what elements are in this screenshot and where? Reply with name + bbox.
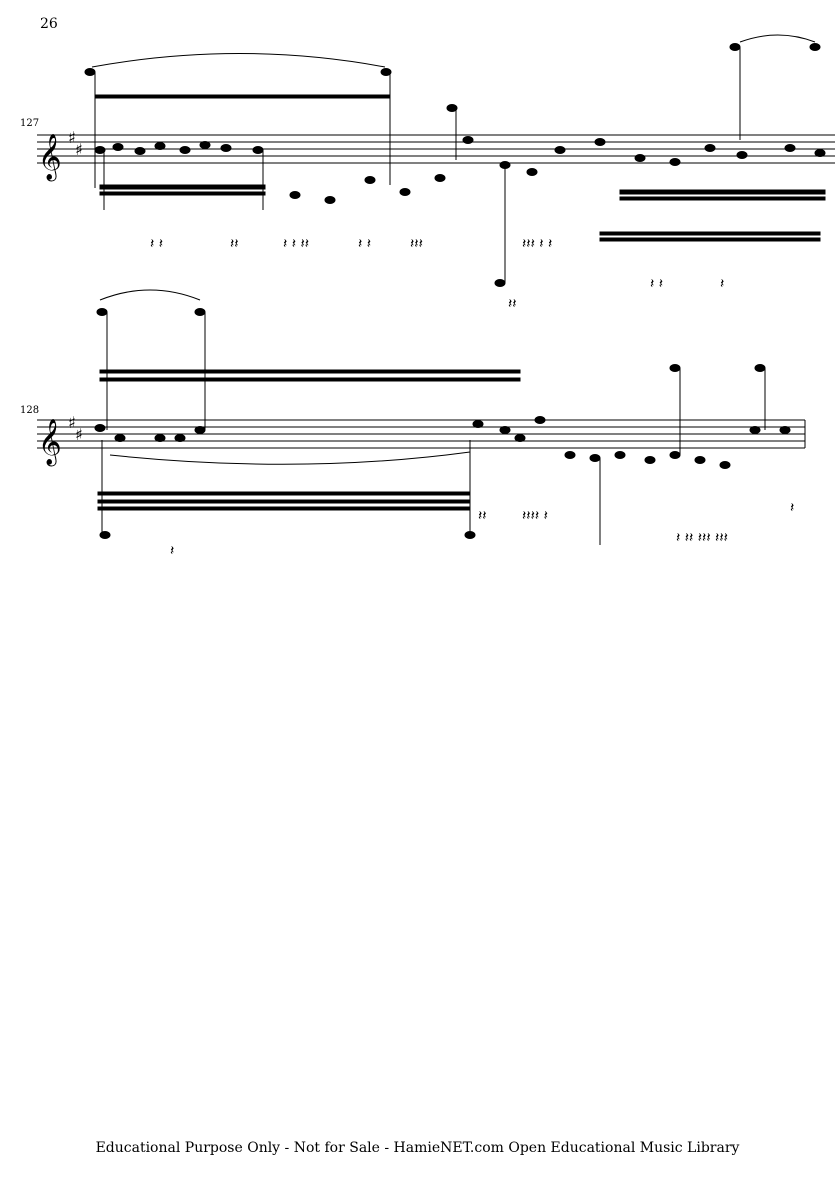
svg-text:𝄽 𝄽𝄽 𝄽𝄽𝄽 𝄽𝄽𝄽: 𝄽 𝄽𝄽 𝄽𝄽𝄽 𝄽𝄽𝄽 (676, 530, 728, 546)
treble-clef-icon: 𝄞 (38, 419, 62, 467)
notes-system-2 (94, 289, 791, 545)
svg-text:𝄽 𝄽: 𝄽 𝄽 (650, 276, 663, 292)
staff-system-1 (37, 134, 835, 164)
key-sharp-1: ♯ (68, 413, 76, 432)
svg-text:𝄽𝄽: 𝄽𝄽 (230, 236, 239, 252)
svg-text:𝄽𝄽𝄽 𝄽 𝄽: 𝄽𝄽𝄽 𝄽 𝄽 (522, 236, 552, 252)
svg-text:𝄽: 𝄽 (790, 500, 794, 516)
svg-text:𝄽: 𝄽 (170, 543, 174, 559)
notes-system-1 (84, 34, 826, 287)
key-sharp-1: ♯ (68, 128, 76, 147)
svg-text:𝄽: 𝄽 (720, 276, 724, 292)
rests-system-2: 𝄽𝄽 𝄽𝄽𝄽𝄽 𝄽 𝄽 𝄽 𝄽𝄽 𝄽𝄽𝄽 𝄽𝄽𝄽 𝄽 (170, 500, 794, 559)
svg-text:𝄽 𝄽 𝄽𝄽: 𝄽 𝄽 𝄽𝄽 (283, 236, 309, 252)
key-sharp-2: ♯ (75, 140, 83, 159)
page-number: 26 (40, 16, 58, 32)
svg-text:𝄽𝄽: 𝄽𝄽 (478, 508, 487, 524)
measure-number-128: 128 (20, 405, 40, 416)
measure-number-127: 127 (20, 118, 40, 129)
svg-text:𝄽𝄽𝄽𝄽 𝄽: 𝄽𝄽𝄽𝄽 𝄽 (522, 508, 548, 524)
rests-system-1: 𝄽 𝄽 𝄽𝄽 𝄽 𝄽 𝄽𝄽 𝄽 𝄽 𝄽𝄽𝄽 𝄽𝄽𝄽 𝄽 𝄽 𝄽𝄽 𝄽 𝄽 𝄽 (150, 236, 724, 312)
svg-text:𝄽 𝄽: 𝄽 𝄽 (150, 236, 163, 252)
staff-system-2 (37, 419, 806, 449)
svg-text:𝄽𝄽𝄽: 𝄽𝄽𝄽 (410, 236, 423, 252)
svg-text:𝄽 𝄽: 𝄽 𝄽 (358, 236, 371, 252)
key-sharp-2: ♯ (75, 425, 83, 444)
footer-copyright: Educational Purpose Only - Not for Sale … (95, 1140, 740, 1156)
treble-clef-icon: 𝄞 (38, 134, 62, 182)
svg-text:𝄽𝄽: 𝄽𝄽 (508, 296, 517, 312)
